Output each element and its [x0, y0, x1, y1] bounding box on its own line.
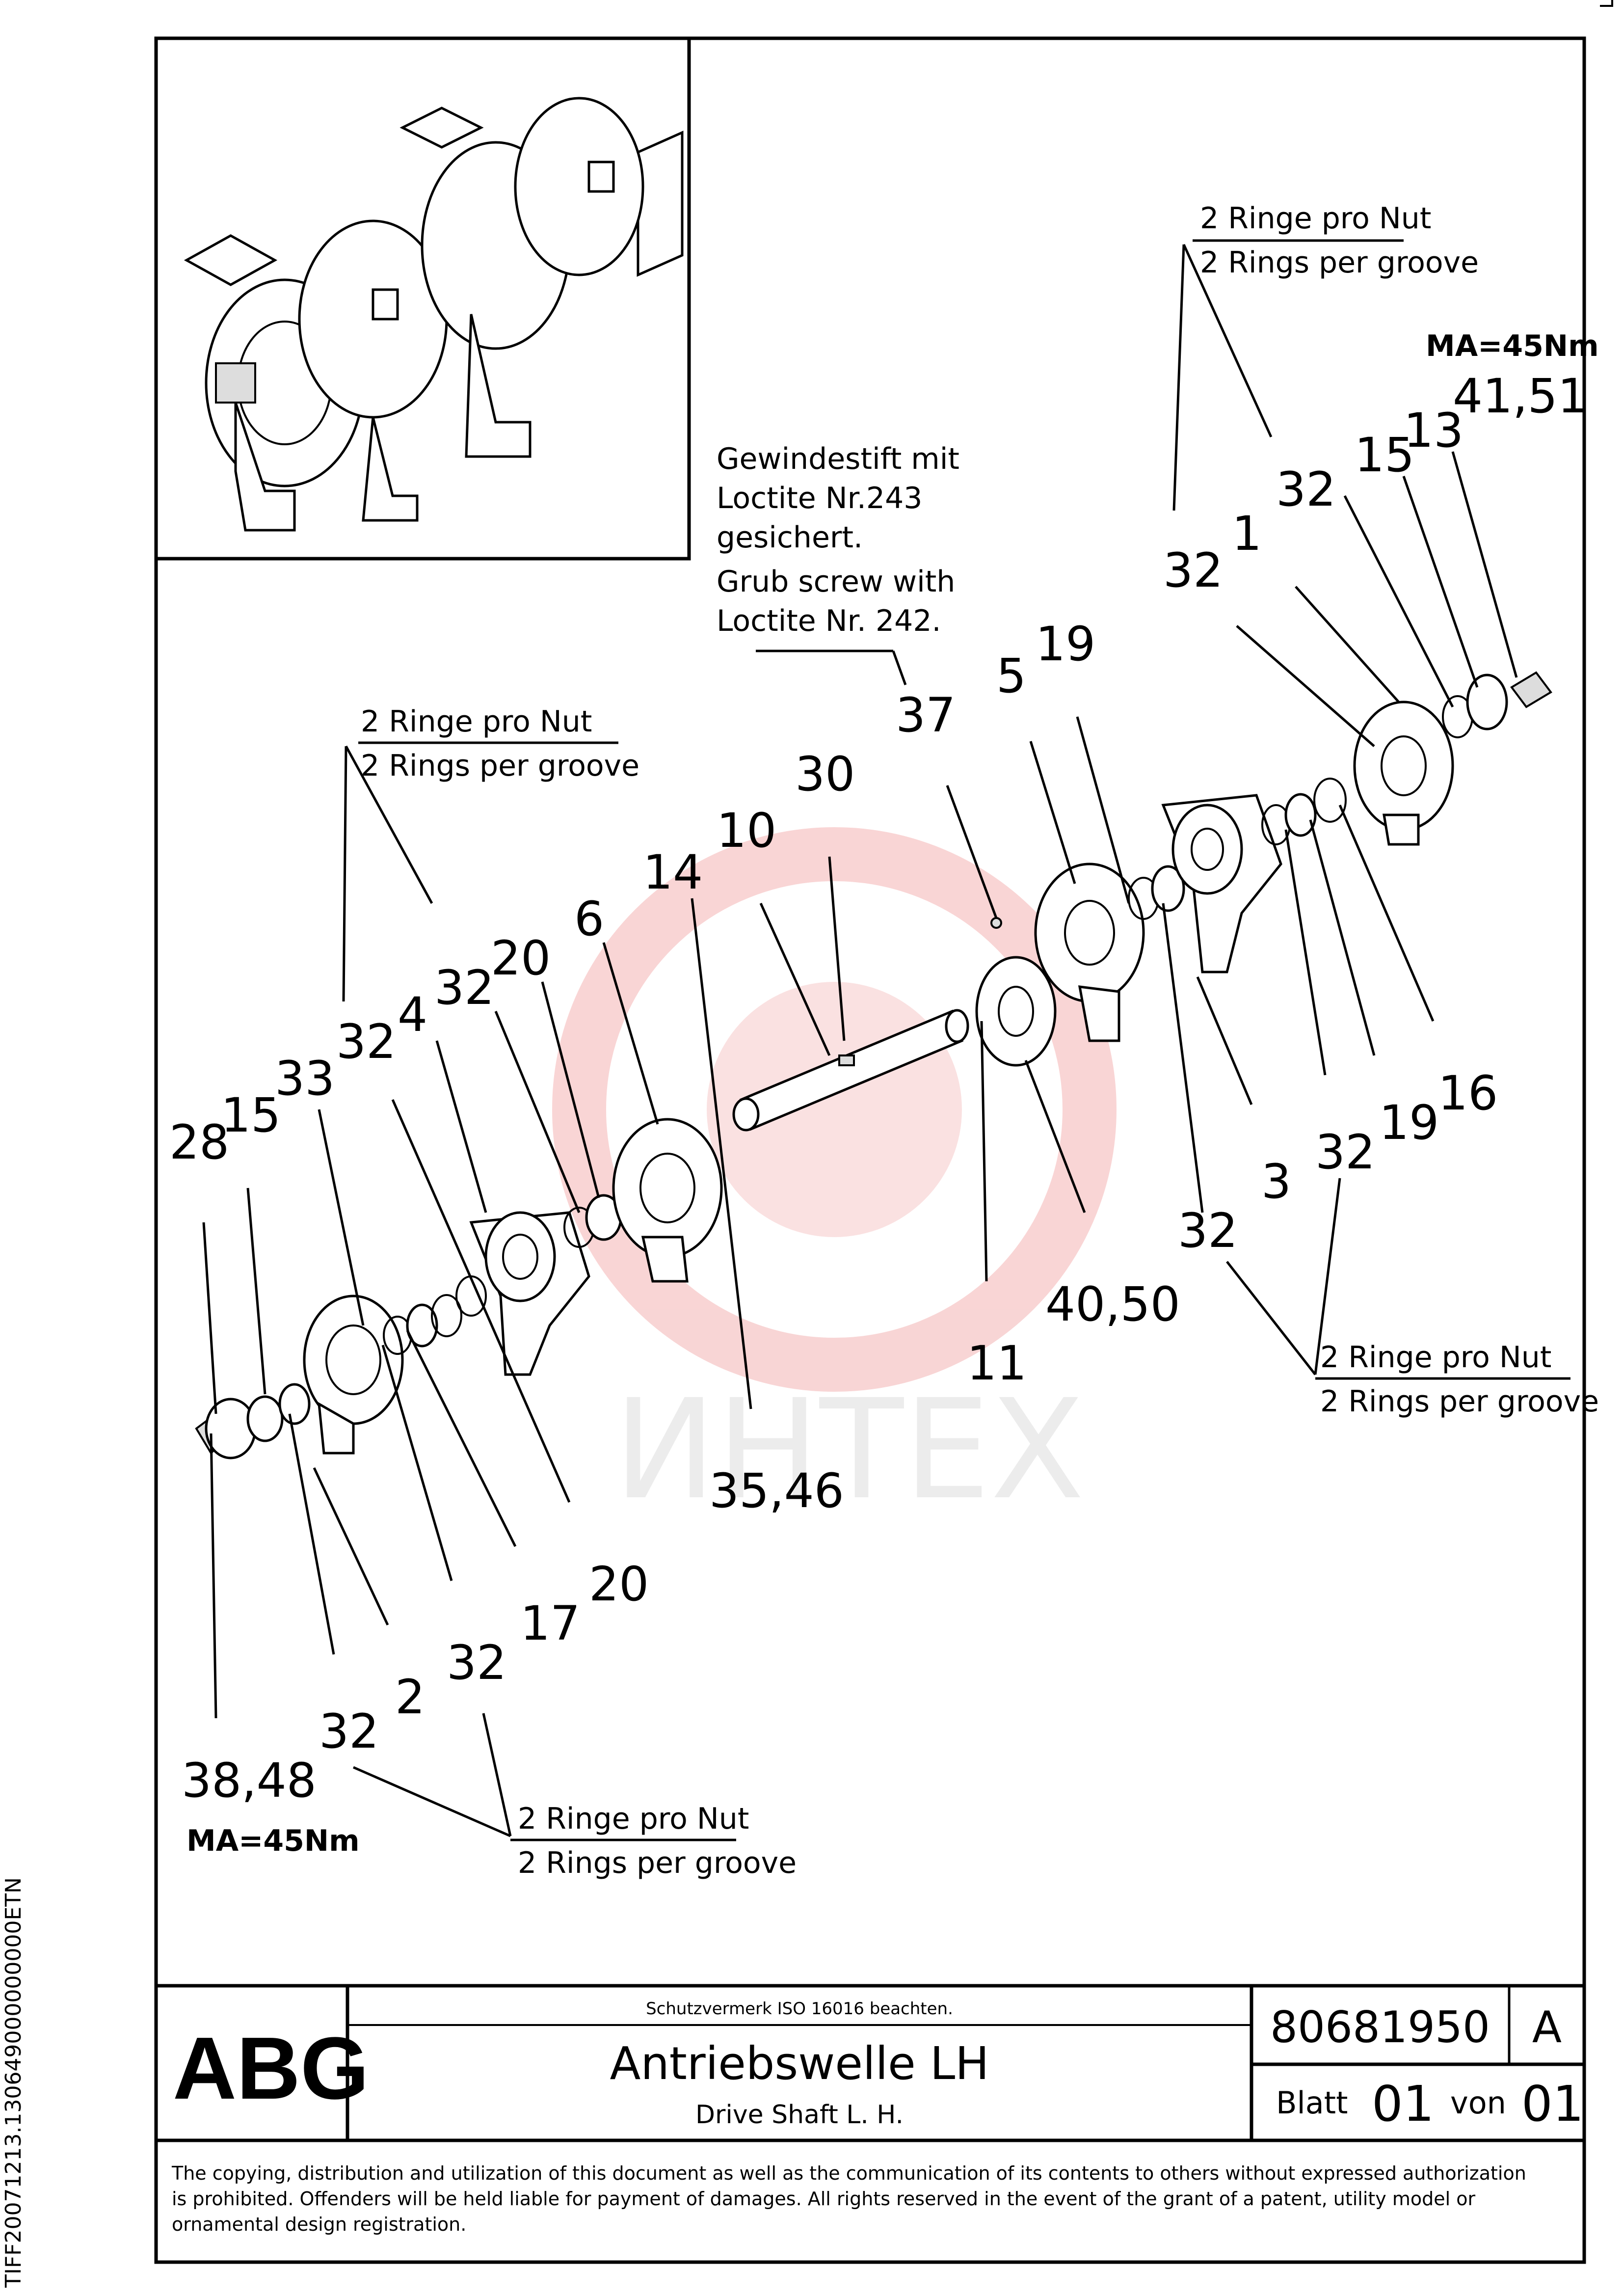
- label-16: 16: [1438, 1066, 1498, 1121]
- title-block: ABG Schutzvermerk ISO 16016 beachten. An…: [156, 1984, 1584, 2142]
- part-13: [1466, 674, 1508, 730]
- label-41-51: 41,51: [1453, 369, 1588, 424]
- label-14: 14: [643, 845, 703, 900]
- label-32: 32: [447, 1635, 506, 1690]
- part-15-left: [246, 1395, 284, 1442]
- inset-view-frame: [154, 36, 691, 561]
- note-rings-de: 2 Ringe pro Nut: [1320, 1340, 1551, 1375]
- label-19: 19: [1379, 1095, 1439, 1150]
- revision: A: [1532, 2002, 1562, 2053]
- label-5: 5: [996, 648, 1026, 703]
- legal-line: ornamental design registration.: [172, 2214, 466, 2235]
- note-rings-en: 2 Rings per groove: [1320, 1384, 1599, 1419]
- of-label: von: [1450, 2085, 1506, 2121]
- label-6: 6: [574, 891, 604, 946]
- label-13: 13: [1404, 403, 1463, 458]
- torque-note: MA=45Nm: [1426, 329, 1599, 363]
- label-35-46: 35,46: [709, 1463, 844, 1518]
- grub-note-en-2: Loctite Nr. 242.: [717, 604, 941, 638]
- drawing-subtitle: Drive Shaft L. H.: [695, 2100, 904, 2130]
- legal-line: is prohibited. Offenders will be held li…: [172, 2188, 1476, 2210]
- label-17: 17: [520, 1596, 580, 1651]
- label-11: 11: [967, 1336, 1027, 1391]
- bearing-housing-5: [1034, 863, 1145, 1003]
- watermark-text: ИНТЕХ: [613, 1370, 1085, 1530]
- grub-note-de-1: Gewindestift mit: [717, 442, 959, 476]
- torque-note: MA=45Nm: [186, 1824, 360, 1858]
- drawing-title: Antriebswelle LH: [610, 2037, 989, 2090]
- label-3: 3: [1261, 1154, 1291, 1209]
- corner-mark: [1600, 0, 1613, 7]
- note-rings-en: 2 Rings per groove: [1200, 245, 1479, 280]
- grub-screw-37: [990, 917, 1002, 929]
- label-20: 20: [589, 1557, 649, 1612]
- label-32: 32: [1315, 1125, 1375, 1180]
- hub-11: [975, 956, 1057, 1067]
- label-32: 32: [1163, 543, 1223, 598]
- label-2: 2: [395, 1670, 425, 1725]
- callout-labels: 32 1 32 15 13 41,51 37 5 19 30 10 14 6 2…: [169, 369, 1588, 1808]
- side-code: TIFF20071213.130649000000000ETN: [1, 1877, 26, 2288]
- assembled-view: [184, 97, 684, 532]
- label-38-48: 38,48: [182, 1753, 317, 1808]
- label-15: 15: [1355, 428, 1414, 483]
- note-rings-en: 2 Rings per groove: [518, 1846, 797, 1880]
- label-10: 10: [717, 803, 776, 858]
- drawing-frame: [154, 36, 1586, 2264]
- sheet-label: Blatt: [1276, 2085, 1348, 2121]
- key-30: [838, 1054, 855, 1066]
- legal-line: The copying, distribution and utilizatio…: [171, 2162, 1526, 2184]
- sheet-total: 01: [1521, 2075, 1584, 2133]
- label-32: 32: [319, 1704, 379, 1759]
- label-30: 30: [795, 747, 855, 802]
- legal-notice: The copying, distribution and utilizatio…: [171, 2162, 1526, 2235]
- sheet-number: 01: [1372, 2075, 1434, 2133]
- grub-note-en-1: Grub screw with: [717, 565, 955, 599]
- label-33: 33: [275, 1051, 335, 1106]
- label-32: 32: [434, 960, 494, 1015]
- label-28: 28: [169, 1115, 229, 1170]
- label-20: 20: [491, 931, 551, 986]
- label-4: 4: [398, 987, 427, 1042]
- label-32: 32: [336, 1014, 396, 1069]
- grub-note-de-2: Loctite Nr.243: [717, 481, 922, 515]
- label-32: 32: [1178, 1203, 1238, 1258]
- note-rings-de: 2 Ringe pro Nut: [518, 1802, 749, 1836]
- company-logo: ABG: [173, 2019, 369, 2118]
- note-rings-en: 2 Rings per groove: [361, 749, 639, 783]
- label-40-50: 40,50: [1045, 1277, 1180, 1332]
- exploded-parts: [195, 671, 1552, 1459]
- drawing-number: 80681950: [1270, 2002, 1490, 2053]
- note-rings-de: 2 Ringe pro Nut: [361, 704, 592, 739]
- protection-note: Schutzvermerk ISO 16016 beachten.: [646, 1999, 953, 2019]
- part-28: [205, 1398, 257, 1459]
- flange-1: [1353, 701, 1454, 831]
- grub-note-de-3: gesichert.: [717, 520, 863, 555]
- label-37: 37: [896, 688, 956, 743]
- label-1: 1: [1232, 506, 1262, 561]
- notes: 2 Ringe pro Nut 2 Rings per groove MA=45…: [186, 201, 1599, 1880]
- label-32: 32: [1276, 462, 1336, 517]
- note-rings-de: 2 Ringe pro Nut: [1200, 201, 1431, 236]
- label-15: 15: [221, 1088, 281, 1143]
- label-19: 19: [1036, 617, 1095, 672]
- nut-part-41-51: [1510, 671, 1552, 708]
- leader-lines: [202, 239, 1570, 1841]
